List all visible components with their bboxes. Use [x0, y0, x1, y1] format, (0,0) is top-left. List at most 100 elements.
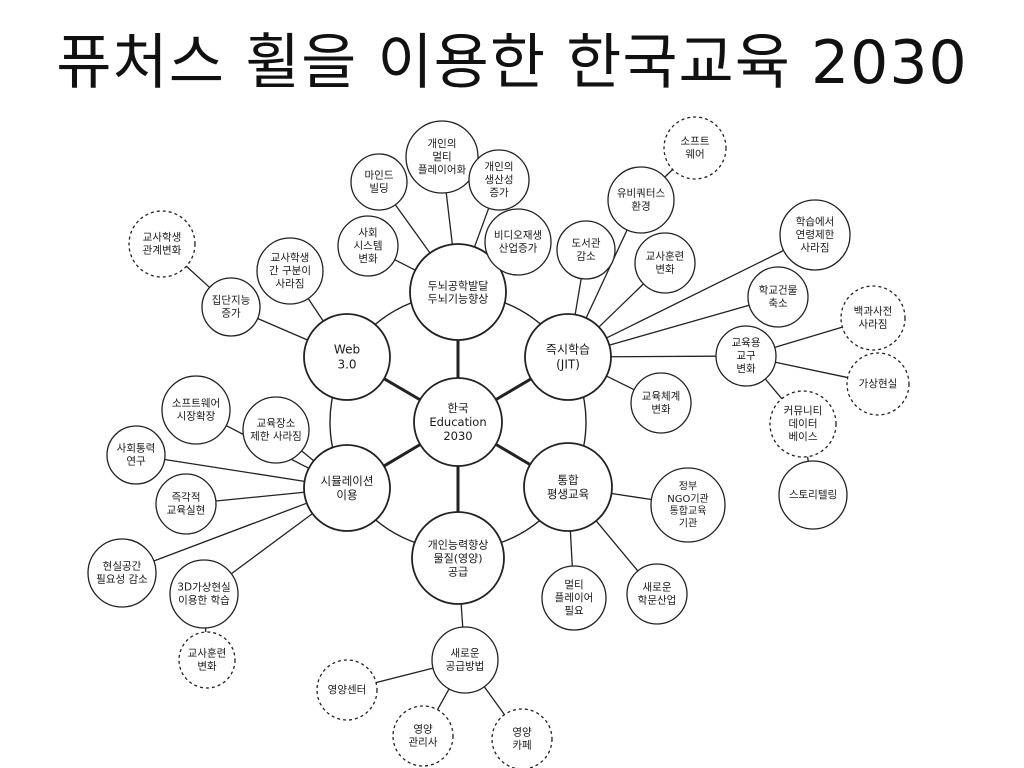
- link-s-studentgap: [307, 298, 324, 322]
- spoke-p-lifelong: [495, 443, 531, 466]
- link-t-nutricenter: [375, 667, 434, 684]
- node-circle: [524, 313, 612, 401]
- node-circle: [778, 460, 848, 530]
- link-t-vr: [775, 361, 848, 379]
- link-t-relations: [185, 265, 211, 288]
- node-circle: [747, 266, 809, 328]
- link-s-social: [394, 259, 416, 271]
- node-circle: [128, 210, 196, 278]
- link-t-encyclopedia: [774, 326, 843, 349]
- node-label: 영양센터: [328, 684, 367, 696]
- node-circle: [411, 511, 505, 605]
- node-t-nutricenter: 영양센터: [316, 659, 378, 721]
- node-circle: [650, 467, 726, 543]
- link-s-multiplayer: [445, 192, 453, 245]
- node-circle: [161, 375, 231, 445]
- node-circle: [779, 199, 851, 271]
- link-s-ubiquitous: [585, 229, 628, 319]
- node-circle: [201, 277, 261, 337]
- link-s-3dvr: [230, 513, 313, 575]
- node-circle: [541, 565, 607, 631]
- node-circle: [607, 166, 675, 234]
- node-label: 즉시학습(JIT): [546, 343, 590, 372]
- node-p-jit: 즉시학습(JIT): [524, 313, 612, 401]
- link-s-tools: [610, 355, 717, 358]
- node-circle: [256, 237, 324, 305]
- spoke-p-web: [383, 377, 421, 402]
- link-s-multiplayerneed: [569, 530, 573, 567]
- node-circle: [663, 116, 727, 180]
- link-s-govngo: [611, 492, 652, 501]
- link-s-placelimit: [301, 450, 315, 462]
- node-label: 스토리텔링: [789, 489, 837, 501]
- node-circle: [316, 659, 378, 721]
- link-s-teachertrain: [598, 283, 644, 328]
- node-circle: [840, 285, 906, 351]
- node-circle: [87, 538, 157, 608]
- link-s-newsupply: [460, 603, 464, 628]
- node-circle: [178, 631, 236, 689]
- link-t-nutricafe: [483, 686, 505, 716]
- node-circle: [484, 208, 552, 276]
- node-t-vr: 가상현실: [846, 352, 910, 416]
- link-t-nutrimgr: [436, 688, 450, 711]
- node-circle: [413, 377, 503, 467]
- node-circle: [405, 120, 479, 194]
- node-circle: [431, 626, 499, 694]
- link-s-schoolbldg: [609, 304, 750, 346]
- link-s-productivity: [473, 207, 490, 248]
- node-circle: [523, 442, 613, 532]
- node-circle: [630, 372, 692, 434]
- node-circle: [337, 215, 399, 277]
- node-circle: [634, 232, 696, 294]
- link-s-newindustry: [595, 520, 639, 572]
- link-s-realspace: [153, 502, 308, 562]
- node-circle: [769, 390, 837, 458]
- link-t-software: [664, 169, 674, 178]
